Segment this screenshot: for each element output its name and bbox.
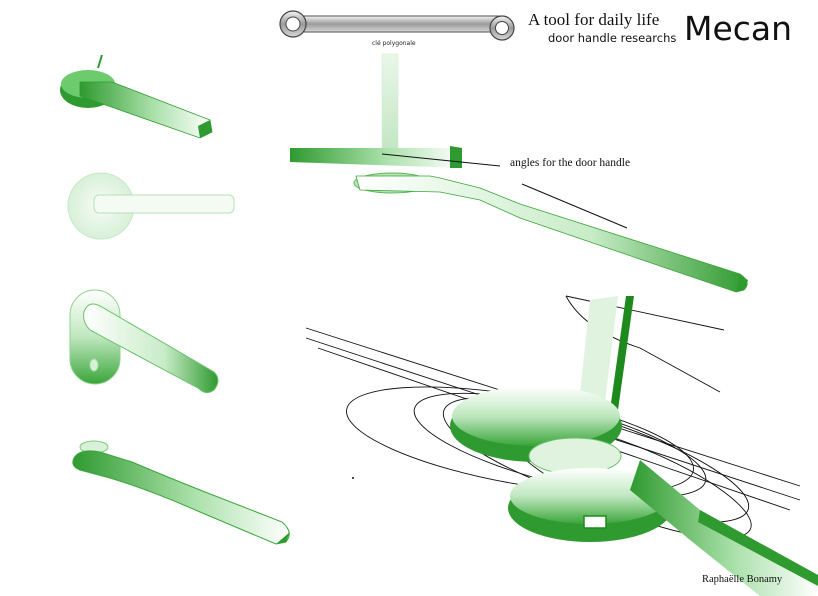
wrench-caption: clé polygonale [372,40,416,47]
handle-exploded-large [305,295,818,596]
wrench-icon [279,10,515,41]
handle-view-perspective [60,54,213,139]
angles-annotation: angles for the door handle [510,157,631,169]
page-subtitle: door handle researchs [548,31,677,45]
author-credit: Raphaëlle Bonamy [702,574,783,585]
handle-view-front [67,172,235,240]
brand-name: Mecan [684,9,793,48]
handle-view-oval [69,289,219,394]
handle-angled-main [290,53,748,293]
handle-view-side [72,440,290,545]
marker-dot [352,477,354,479]
page-title: A tool for daily life [528,10,660,29]
